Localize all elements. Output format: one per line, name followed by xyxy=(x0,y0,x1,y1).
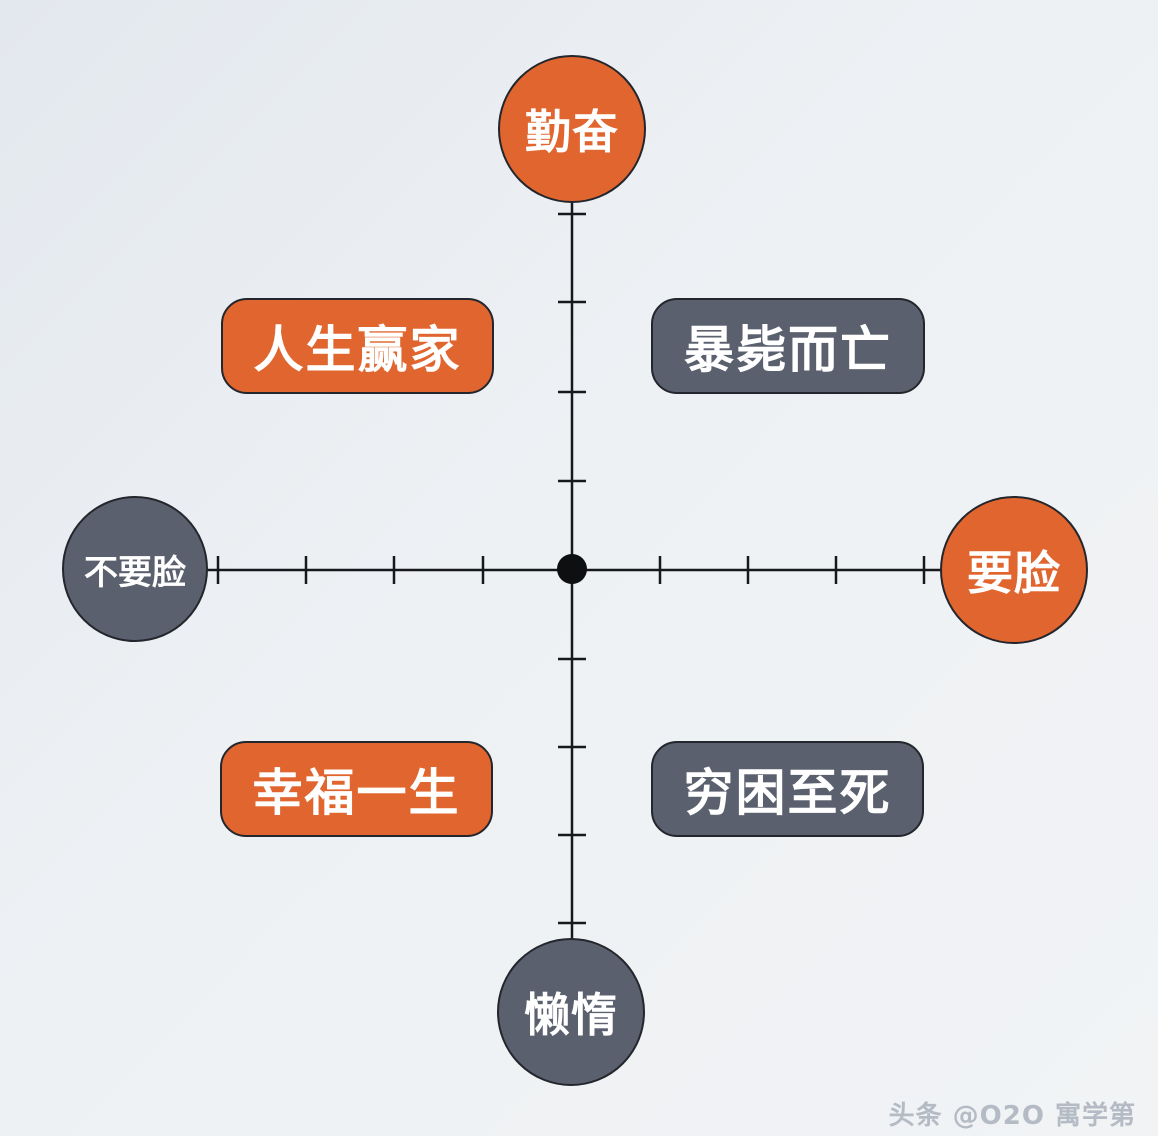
axis-ticks xyxy=(216,212,926,925)
quadrant-bottom-right: 穷困至死 xyxy=(651,741,924,837)
pole-right-label: 要脸 xyxy=(940,496,1088,644)
origin-dot xyxy=(557,554,587,584)
pole-top-label: 勤奋 xyxy=(498,55,646,203)
pole-left-label: 不要脸 xyxy=(62,496,208,642)
watermark: 头条 @O2O 寓学第 xyxy=(888,1101,1136,1131)
pole-bottom-label: 懒惰 xyxy=(497,938,645,1086)
quadrant-bottom-left: 幸福一生 xyxy=(220,741,493,837)
quadrant-top-left: 人生赢家 xyxy=(221,298,494,394)
quadrant-top-right: 暴毙而亡 xyxy=(651,298,925,394)
